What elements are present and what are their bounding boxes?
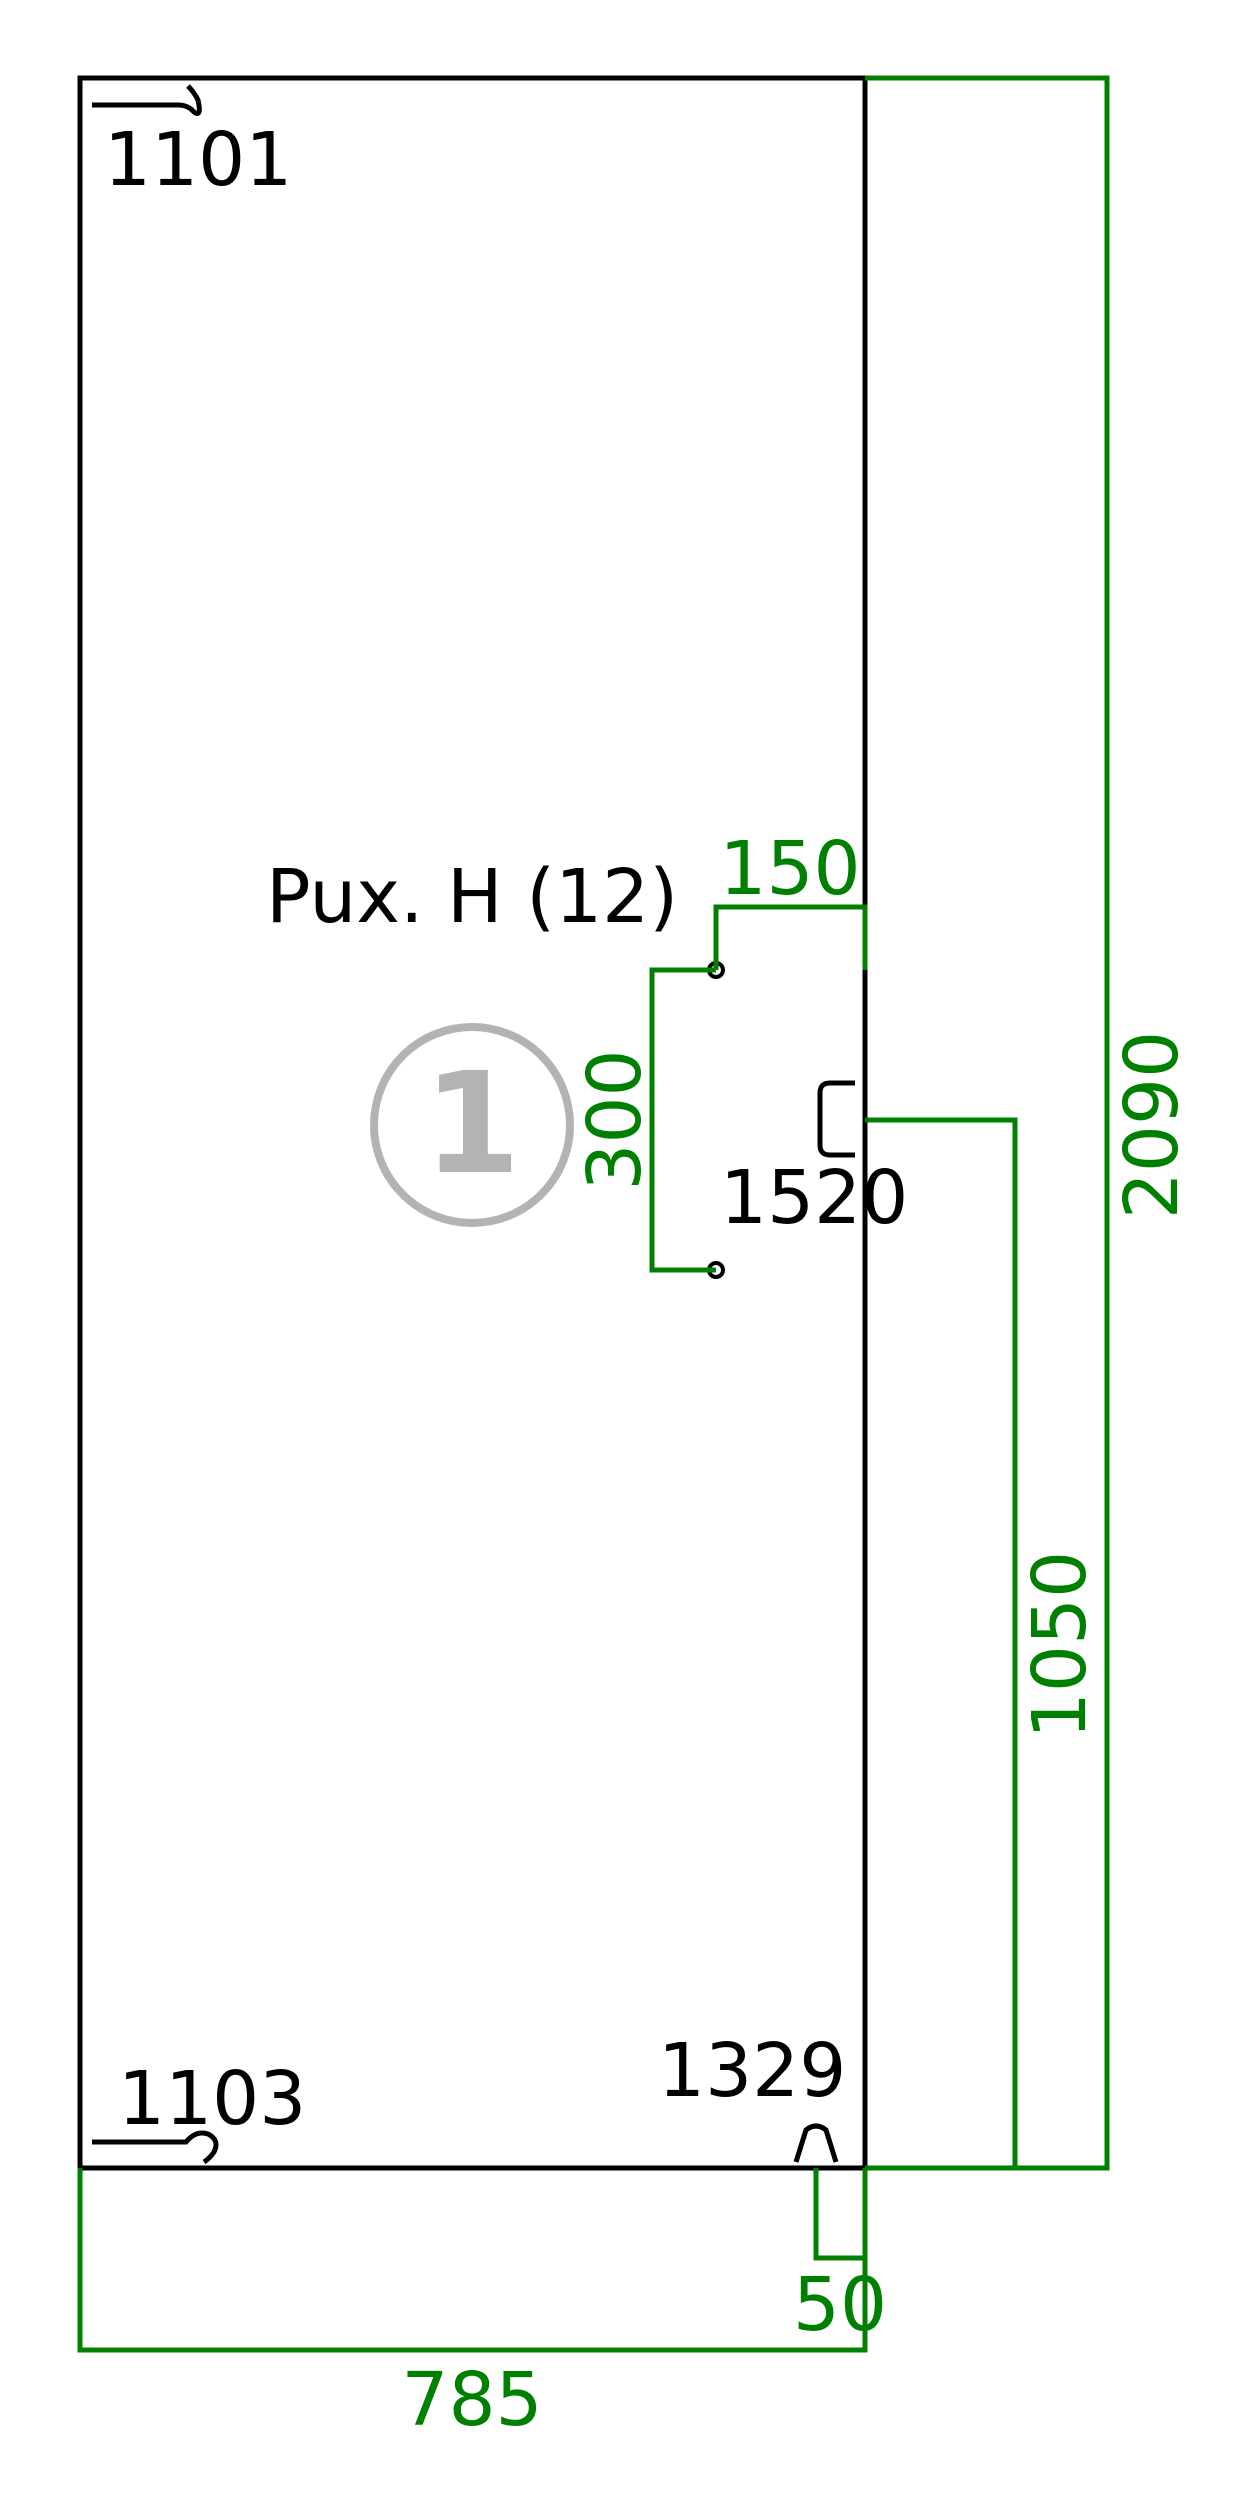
dimension-height-label: 2090 — [1109, 1031, 1195, 1219]
dimension-hole-spacing-label: 300 — [572, 1049, 658, 1190]
dimension-handle-height-label: 1050 — [1017, 1551, 1103, 1739]
edge-mark-bottom-right-icon — [793, 2123, 839, 2163]
dimension-hole-offset-label: 150 — [719, 826, 860, 912]
dimension-width-label: 785 — [401, 2357, 542, 2443]
edge-mark-right-icon — [817, 1080, 855, 1158]
code-top-left: 1101 — [104, 117, 292, 203]
edge-mark-top-left-icon — [92, 84, 202, 116]
dimension-height: 2090 — [865, 75, 1195, 2171]
dimension-hole-spacing: 300 — [572, 967, 716, 1273]
part-label: Pux. H (12) — [266, 854, 678, 940]
panel-outline — [77, 75, 868, 2171]
dimension-bottom-offset: 50 — [793, 2168, 887, 2348]
part-number-badge — [370, 1023, 574, 1227]
part-number: 1 — [423, 1043, 520, 1206]
dimension-bottom-offset-label: 50 — [793, 2262, 887, 2348]
edge-mark-bottom-left-icon — [92, 2130, 219, 2165]
dimension-handle-height: 1050 — [865, 1117, 1103, 2171]
dimension-width: 785 — [77, 2168, 868, 2443]
dimension-hole-offset: 150 — [713, 826, 868, 970]
code-right-mid: 1520 — [720, 1155, 908, 1241]
code-bottom-right: 1329 — [658, 2028, 846, 2114]
code-bottom-left: 1103 — [118, 2056, 306, 2142]
